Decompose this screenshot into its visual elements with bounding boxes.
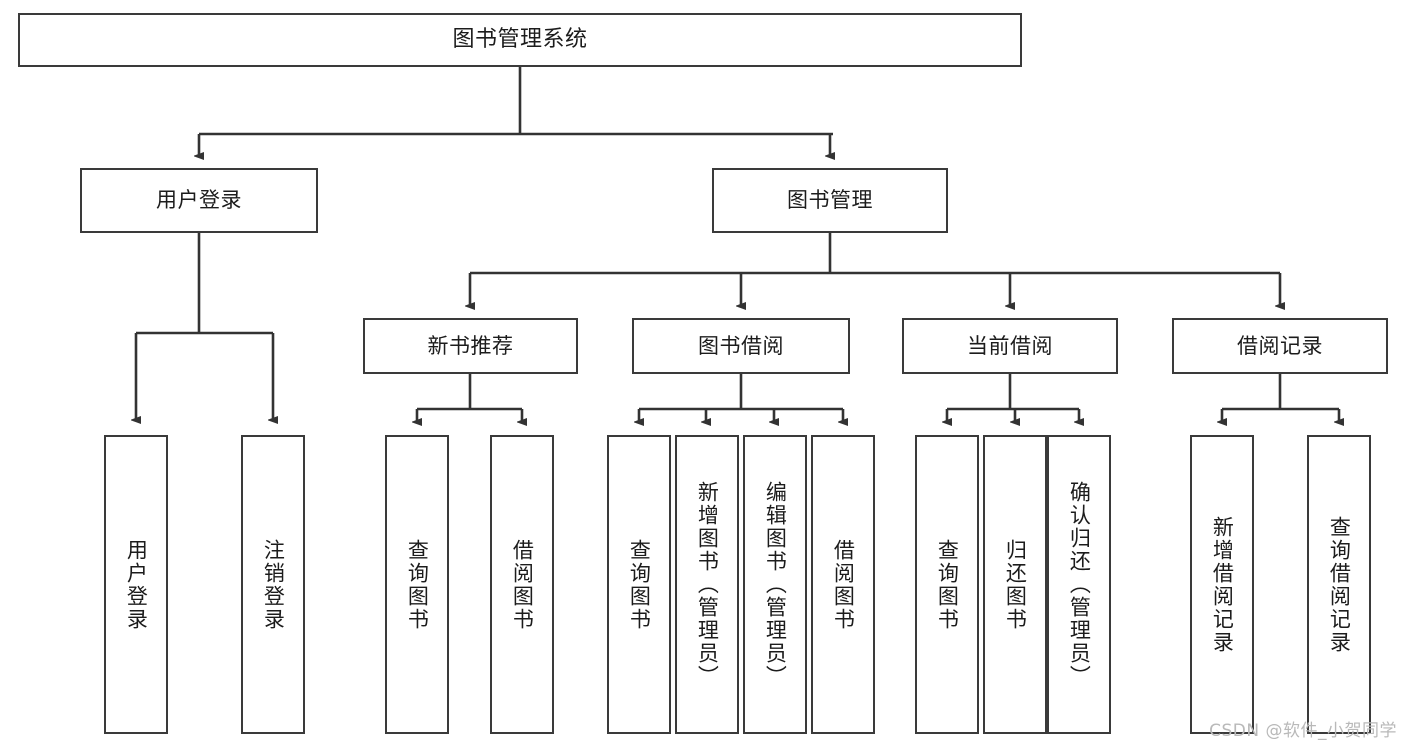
leaf-user-login-signout[interactable]: 注销登录 [241, 435, 305, 734]
node-label: 当前借阅 [967, 333, 1053, 358]
node-user-login[interactable]: 用户登录 [80, 168, 318, 233]
node-borrow-record[interactable]: 借阅记录 [1172, 318, 1388, 374]
leaf-book-borrow-query[interactable]: 查询图书 [607, 435, 671, 734]
leaf-book-borrow-edit[interactable]: 编辑图书（管理员） [743, 435, 807, 734]
node-label: 查询借阅记录 [1327, 515, 1352, 654]
leaf-borrow-record-add[interactable]: 新增借阅记录 [1190, 435, 1254, 734]
leaf-current-borrow-return[interactable]: 归还图书 [983, 435, 1047, 734]
node-label: 归还图书 [1003, 538, 1028, 631]
node-label: 编辑图书（管理员） [763, 481, 788, 688]
node-new-book-recommend[interactable]: 新书推荐 [363, 318, 578, 374]
node-book-management[interactable]: 图书管理 [712, 168, 948, 233]
node-current-borrow[interactable]: 当前借阅 [902, 318, 1118, 374]
node-label: 借阅记录 [1237, 333, 1323, 358]
node-label: 新增图书（管理员） [695, 481, 720, 688]
leaf-current-borrow-confirm-return[interactable]: 确认归还（管理员） [1047, 435, 1111, 734]
leaf-new-book-borrow[interactable]: 借阅图书 [490, 435, 554, 734]
node-label: 注销登录 [261, 538, 286, 631]
node-label: 图书借阅 [698, 333, 784, 358]
node-label: 用户登录 [124, 538, 149, 631]
leaf-new-book-query[interactable]: 查询图书 [385, 435, 449, 734]
leaf-user-login-signin[interactable]: 用户登录 [104, 435, 168, 734]
node-label: 确认归还（管理员） [1067, 481, 1092, 688]
leaf-book-borrow-lend[interactable]: 借阅图书 [811, 435, 875, 734]
node-label: 新书推荐 [427, 333, 514, 358]
node-label: 用户登录 [156, 188, 242, 213]
node-label: 查询图书 [627, 538, 652, 631]
leaf-borrow-record-query[interactable]: 查询借阅记录 [1307, 435, 1371, 734]
node-label: 查询图书 [405, 538, 430, 631]
leaf-current-borrow-query[interactable]: 查询图书 [915, 435, 979, 734]
node-label: 图书管理 [787, 188, 873, 213]
node-label: 新增借阅记录 [1210, 515, 1235, 654]
node-root-system[interactable]: 图书管理系统 [18, 13, 1022, 67]
node-book-borrow[interactable]: 图书借阅 [632, 318, 850, 374]
csdn-watermark: CSDN @软件_小贺同学 [1209, 721, 1397, 741]
node-label: 图书管理系统 [452, 27, 588, 53]
leaf-book-borrow-add[interactable]: 新增图书（管理员） [675, 435, 739, 734]
node-label: 借阅图书 [831, 538, 856, 631]
node-label: 查询图书 [935, 538, 960, 631]
node-label: 借阅图书 [510, 538, 535, 631]
